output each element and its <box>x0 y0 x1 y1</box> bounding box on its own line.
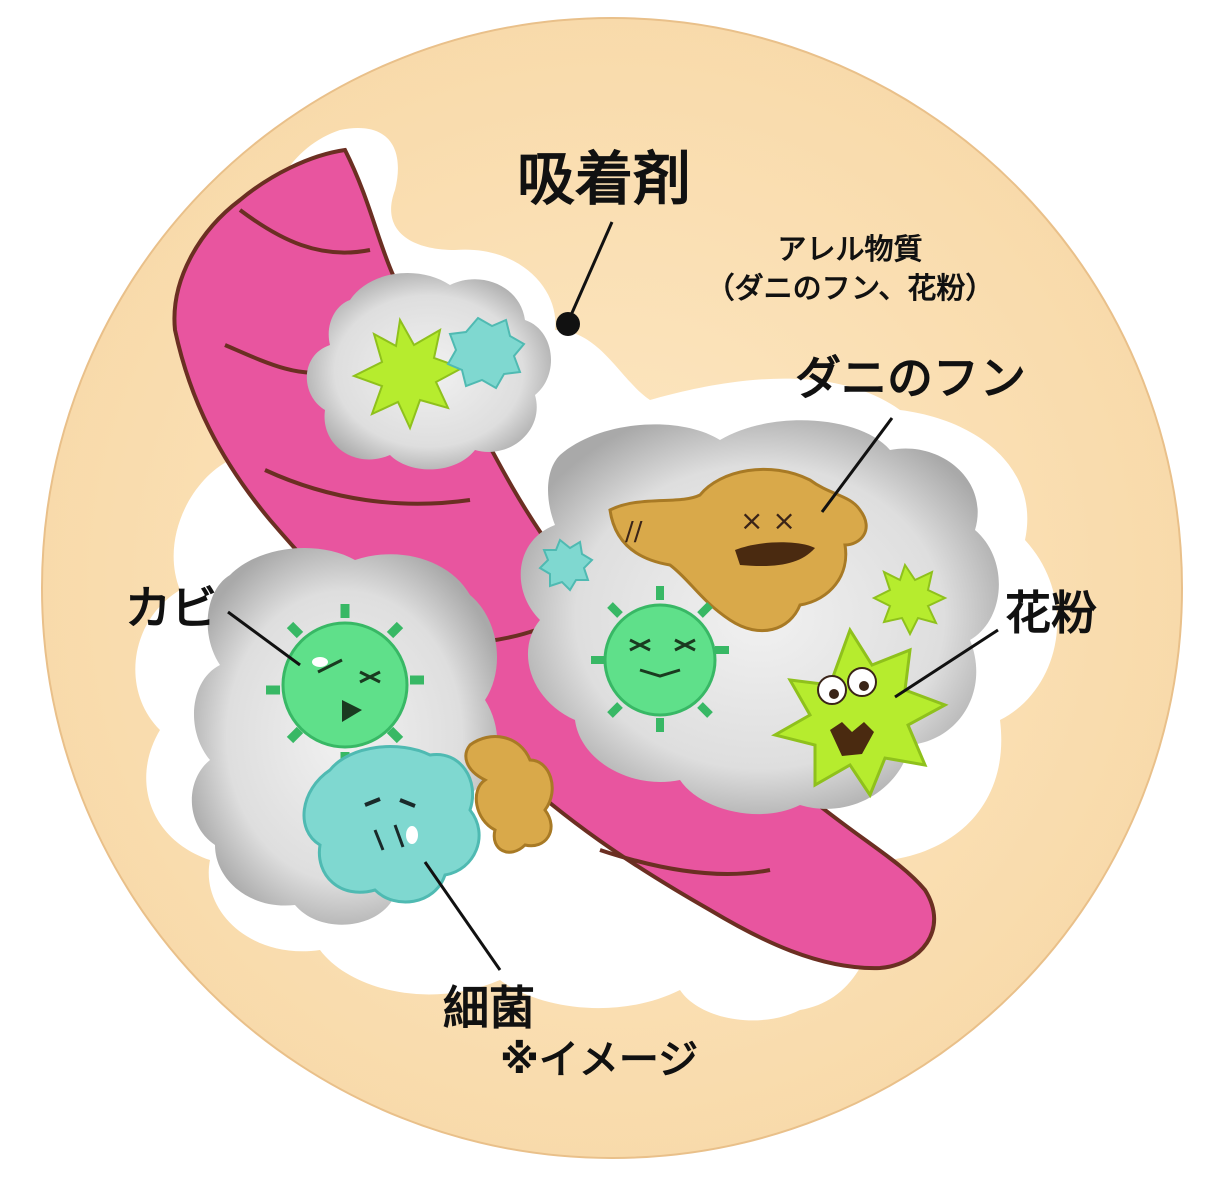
label-allergen-title: アレル物質 <box>777 232 923 266</box>
mold-character-left <box>266 604 424 766</box>
label-adsorbent: 吸着剤 <box>517 145 692 213</box>
pollen-small-icon <box>351 316 465 431</box>
pollen-character <box>771 626 949 799</box>
label-allergen: アレル物質 （ダニのフン、花粉） <box>700 230 1000 308</box>
image-note: ※イメージ <box>500 1037 699 1083</box>
mite-feces-small-blob <box>464 735 554 854</box>
bacteria-small-icon <box>446 316 526 390</box>
svg-text://: // <box>625 517 643 547</box>
label-mold: カビ <box>125 581 217 635</box>
leader-bacteria <box>423 861 502 971</box>
label-bacteria: 細菌 <box>443 981 535 1035</box>
pollen-tiny-icon <box>871 562 948 637</box>
leader-adsorbent <box>566 221 614 323</box>
leader-adsorbent-dot <box>556 312 580 336</box>
svg-text:× ×: × × <box>740 504 796 537</box>
label-allergen-detail: （ダニのフン、花粉） <box>705 271 995 306</box>
label-mite-feces: ダニのフン <box>795 351 1026 405</box>
bacteria-tiny-icon <box>538 538 594 592</box>
label-pollen: 花粉 <box>1005 586 1097 640</box>
leader-mite-feces <box>820 417 894 513</box>
mold-character-right <box>591 586 729 732</box>
leader-pollen <box>894 628 999 699</box>
leader-mold <box>227 610 301 667</box>
mite-feces-character: × × // <box>608 467 868 633</box>
bacteria-character <box>302 745 481 904</box>
